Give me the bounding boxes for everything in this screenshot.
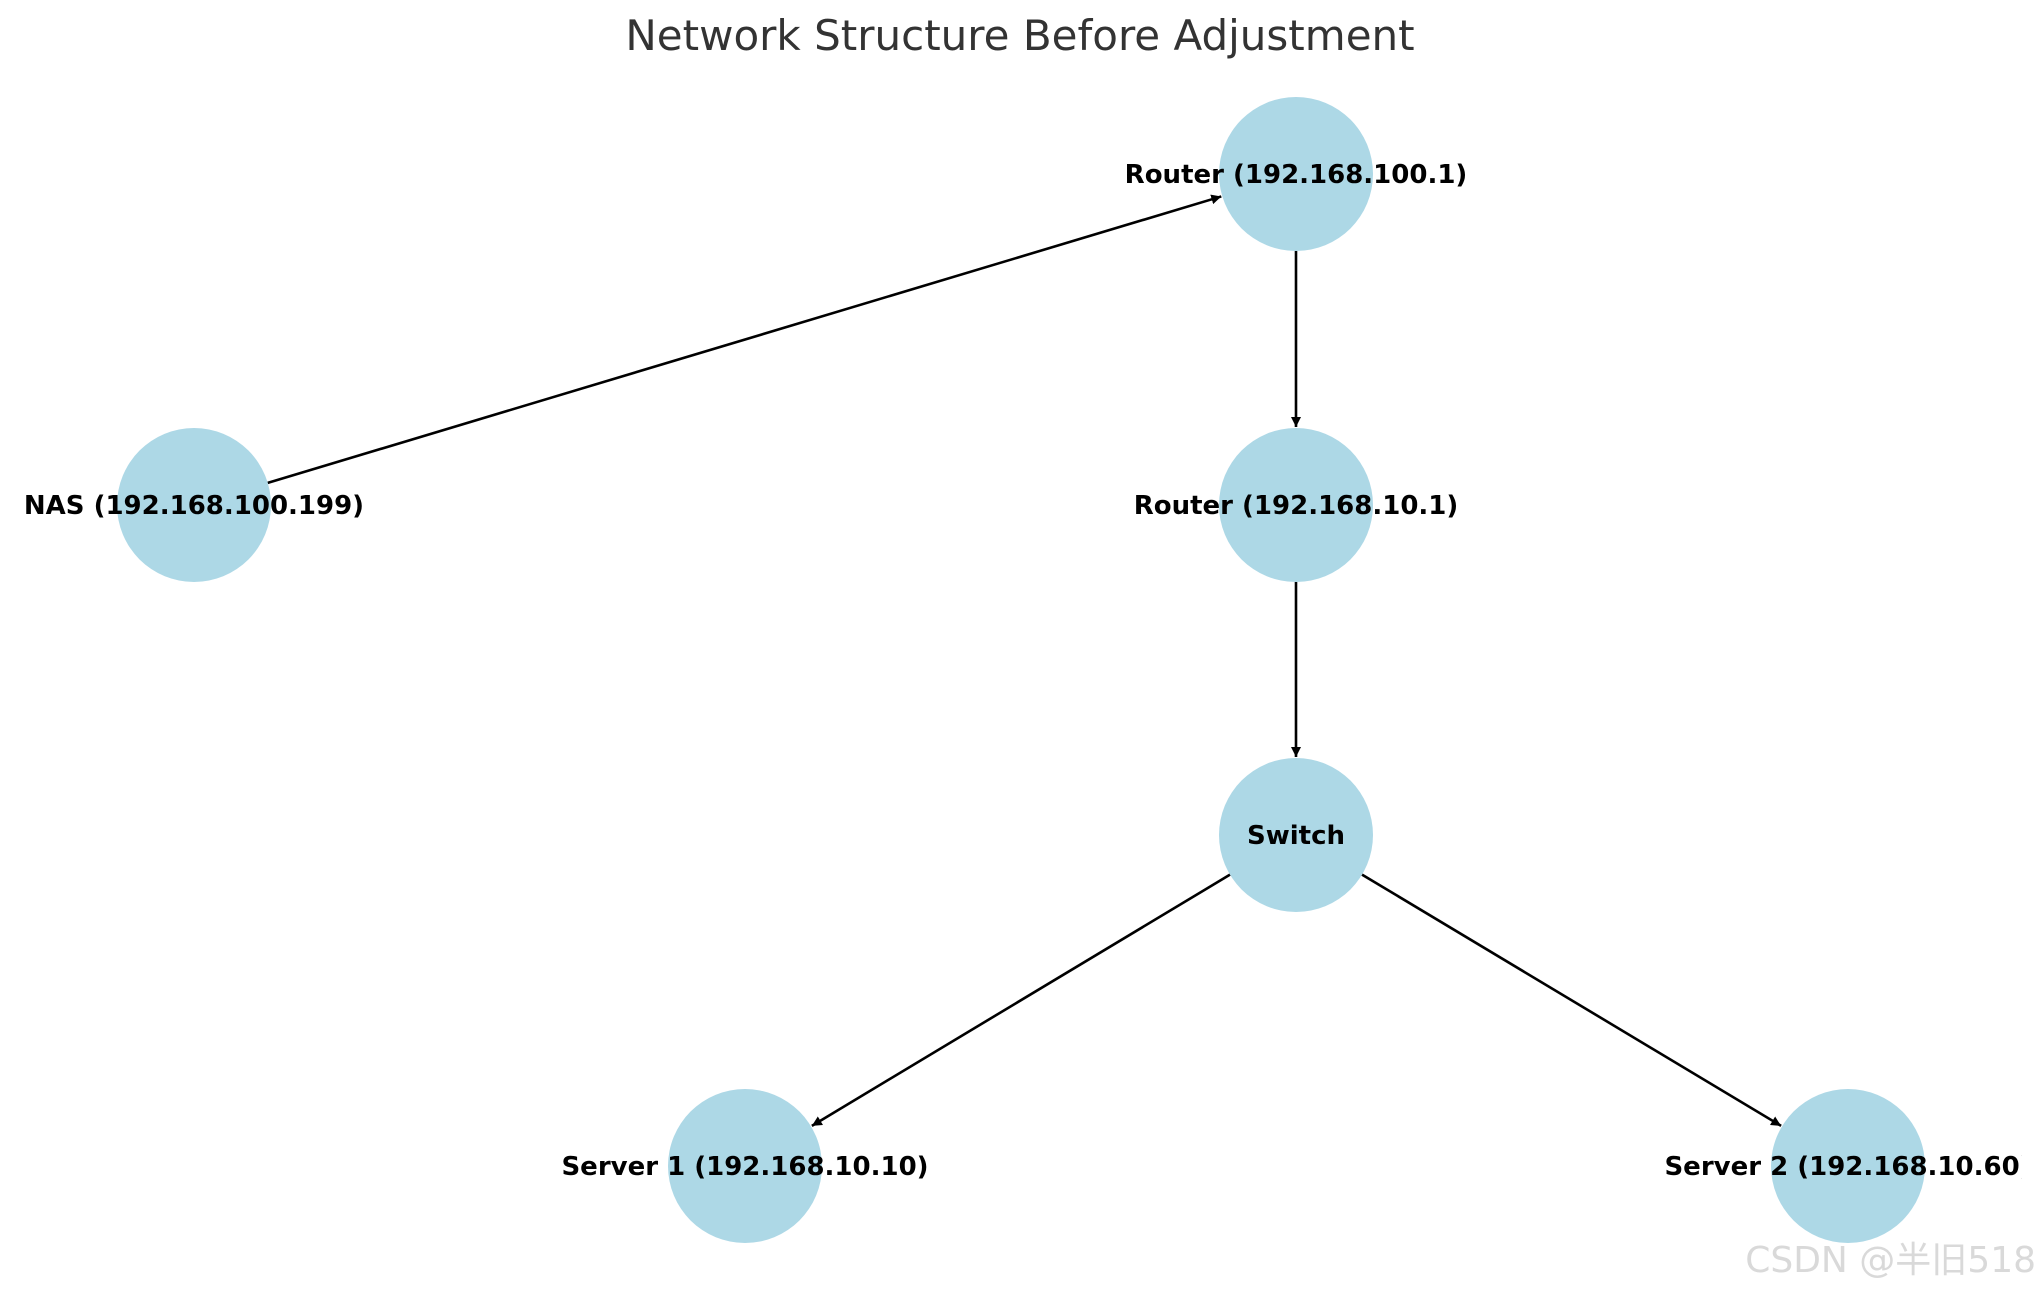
node-nas	[117, 428, 271, 582]
node-server-1	[668, 1089, 822, 1243]
edge-switch-to-server-2	[1361, 873, 1782, 1128]
node-label-switch: Switch	[1247, 821, 1345, 851]
node-router-100	[1219, 97, 1373, 251]
edges-layer	[267, 194, 1782, 1128]
node-switch	[1219, 758, 1373, 912]
node-label-server-2: Server 2 (192.168.10.60)	[1664, 1152, 2031, 1182]
node-router-10	[1219, 428, 1373, 582]
watermark: CSDN @半旧518	[1745, 1240, 2036, 1281]
labels-layer: Router (192.168.100.1) Router (192.168.10…	[24, 160, 2031, 1182]
edge-nas-to-router-100	[267, 194, 1222, 485]
nodes-layer	[117, 97, 1925, 1243]
node-label-nas: NAS (192.168.100.199)	[24, 491, 364, 521]
node-label-router-100: Router (192.168.100.1)	[1125, 160, 1468, 190]
node-label-router-10: Router (192.168.10.1)	[1134, 491, 1459, 521]
edge-switch-to-server-1	[811, 873, 1231, 1127]
diagram-title: Network Structure Before Adjustment	[625, 11, 1414, 60]
plot-area: Router (192.168.100.1) Router (192.168.10…	[24, 97, 2031, 1243]
node-label-server-1: Server 1 (192.168.10.10)	[561, 1152, 928, 1182]
node-server-2	[1771, 1089, 1925, 1243]
